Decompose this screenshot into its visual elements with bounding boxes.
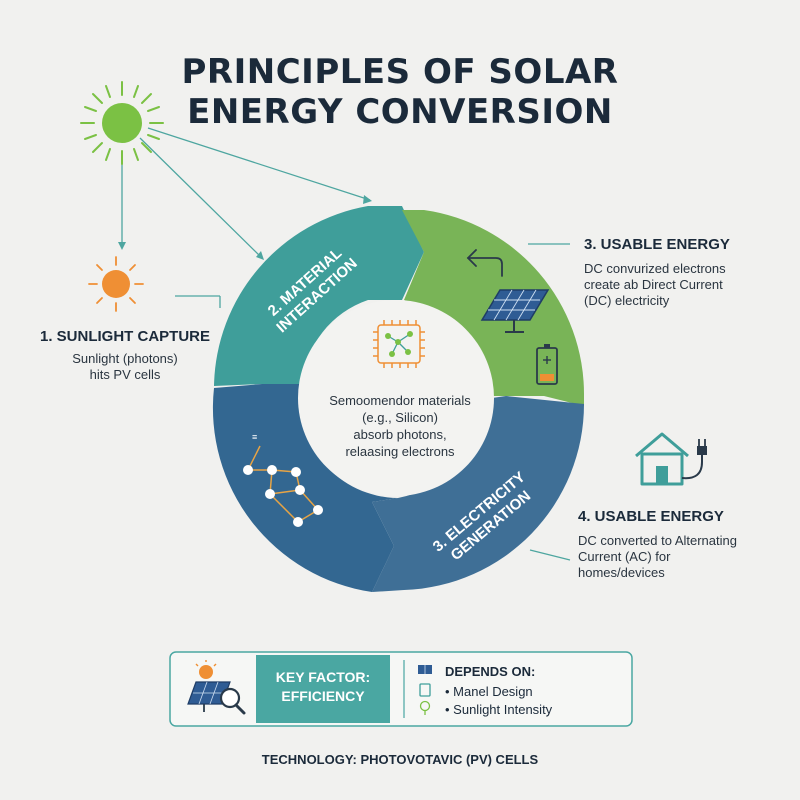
bullet-bulb-icon <box>419 700 431 715</box>
bullet-panel-icon-2 <box>419 683 431 697</box>
usable-dc-line-2: create ab Direct Current <box>584 277 723 292</box>
title-line-2: ENERGY CONVERSION <box>187 92 613 132</box>
segment-material-interaction <box>214 206 424 386</box>
usable-dc-line-3: (DC) electricity <box>584 293 670 308</box>
center-line-2: (e.g., Silicon) <box>362 410 438 425</box>
usable-ac-line-2: Current (AC) for <box>578 549 671 564</box>
depends-on-title: DEPENDS ON: <box>445 664 536 679</box>
panel-magnifier-icon <box>187 660 246 715</box>
sun-icon <box>80 81 164 165</box>
usable-ac-heading: 4. USABLE ENERGY <box>578 508 724 525</box>
key-factor-line-1: KEY FACTOR: <box>275 669 371 685</box>
solar-panel-icon <box>480 289 550 333</box>
usable-ac-line-3: homes/devices <box>578 565 665 580</box>
center-description: Semoomendor materials (e.g., Silicon) ab… <box>300 392 500 460</box>
segment-lower-left <box>212 384 398 592</box>
sunlight-capture-line-2: hits PV cells <box>89 367 161 382</box>
usable-dc-heading: 3. USABLE ENERGY <box>584 236 730 253</box>
center-line-1: Semoomendor materials <box>329 393 471 408</box>
battery-icon <box>536 344 558 385</box>
footer-technology: TECHNOLOGY: PHOTOVOTAVIC (PV) CELLS <box>261 752 539 767</box>
center-line-3: absorb photons, <box>353 427 447 442</box>
title-line-1: PRINCIPLES OF SOLAR <box>181 52 619 92</box>
segment-electricity-generation <box>372 396 584 592</box>
depends-item-1-label: Manel Design <box>453 684 533 699</box>
step-usable-energy-ac: 4. USABLE ENERGY DC converted to Alterna… <box>578 508 788 581</box>
depends-item-2-label: Sunlight Intensity <box>453 702 553 717</box>
bullet-panel-icon <box>418 665 432 674</box>
sun-connectors <box>121 127 571 561</box>
depends-item-2: • Sunlight Intensity <box>445 702 553 717</box>
sunlight-capture-line-1: Sunlight (photons) <box>72 351 178 366</box>
sunlight-capture-heading: 1. SUNLIGHT CAPTURE <box>40 328 211 345</box>
page-title: PRINCIPLES OF SOLAR ENERGY CONVERSION <box>0 52 800 132</box>
svg-text:≡: ≡ <box>252 432 257 442</box>
chip-icon <box>373 320 425 368</box>
step-sunlight-capture: 1. SUNLIGHT CAPTURE Sunlight (photons) h… <box>40 328 210 383</box>
arrow-back-icon <box>466 249 503 277</box>
usable-ac-line-1: DC converted to Alternating <box>578 533 737 548</box>
depends-item-1: • Manel Design <box>445 684 533 699</box>
step-usable-energy-dc: 3. USABLE ENERGY DC convurized electrons… <box>584 236 784 309</box>
molecule-icon: ≡ <box>243 432 323 527</box>
usable-dc-line-1: DC convurized electrons <box>584 261 726 276</box>
house-plug-icon <box>635 432 707 486</box>
center-line-4: relaasing electrons <box>345 444 455 459</box>
key-factor-label: KEY FACTOR: EFFICIENCY <box>256 668 390 706</box>
key-factor-line-2: EFFICIENCY <box>281 688 365 704</box>
key-factor-panel <box>169 651 633 727</box>
small-sun-icon <box>88 256 144 312</box>
connector-arrowheads <box>118 195 372 260</box>
